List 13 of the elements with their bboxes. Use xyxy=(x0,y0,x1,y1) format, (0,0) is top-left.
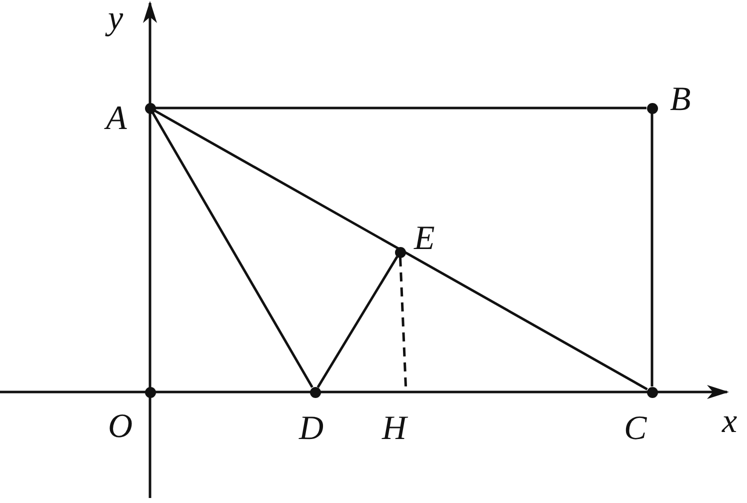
point-label: C xyxy=(624,412,647,446)
point-label: E xyxy=(414,222,435,256)
point-label: D xyxy=(299,412,324,446)
point-label: O xyxy=(108,410,133,444)
line-segment xyxy=(316,256,398,388)
point-label: H xyxy=(382,412,407,446)
point-label: B xyxy=(670,83,691,117)
line-segment xyxy=(154,110,648,390)
line-segment xyxy=(156,106,646,110)
line-segment xyxy=(650,114,654,386)
point-label: A xyxy=(106,102,127,136)
axis-label: x xyxy=(722,405,738,439)
line-segment xyxy=(152,112,314,388)
